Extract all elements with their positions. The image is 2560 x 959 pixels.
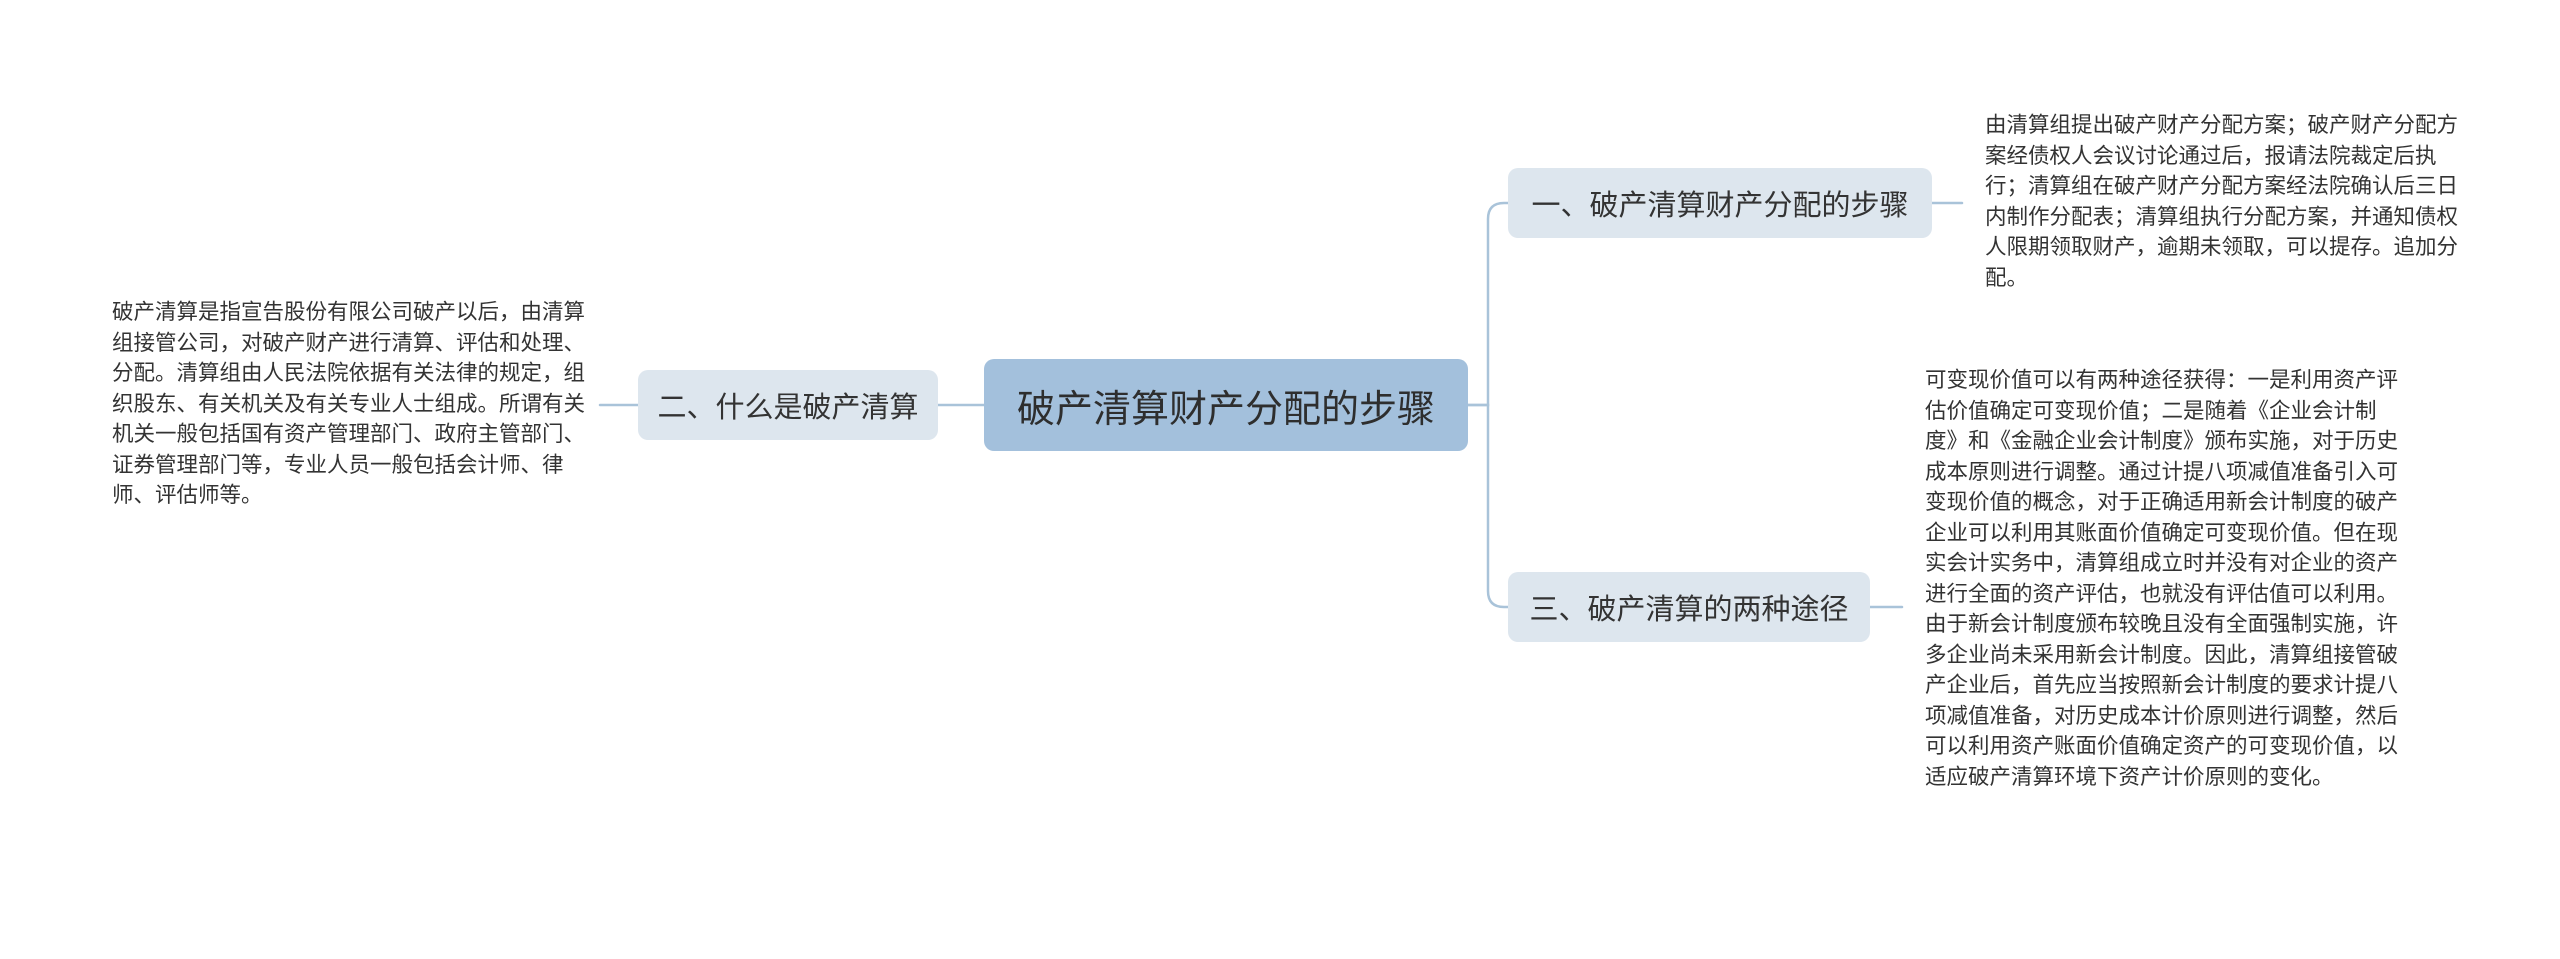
link-root-to-branch-1 xyxy=(1466,201,1510,407)
branch-topic-two-approaches[interactable]: 三、破产清算的两种途径 xyxy=(1508,572,1870,642)
link-root-to-branch-3 xyxy=(1466,403,1510,609)
detail-text-definition: 破产清算是指宣告股份有限公司破产以后，由清算组接管公司，对破产财产进行清算、评估… xyxy=(112,300,586,508)
detail-text-two-approaches: 可变现价值可以有两种途径获得：一是利用资产评估价值确定可变现价值；二是随着《企业… xyxy=(1925,368,2399,790)
branch-topic-definition[interactable]: 二、什么是破产清算 xyxy=(638,370,938,440)
root-topic[interactable]: 破产清算财产分配的步骤 xyxy=(984,359,1468,451)
detail-text-steps: 由清算组提出破产财产分配方案；破产财产分配方案经债权人会议讨论通过后，报请法院裁… xyxy=(1985,113,2459,291)
branch-topic-steps[interactable]: 一、破产清算财产分配的步骤 xyxy=(1508,168,1932,238)
